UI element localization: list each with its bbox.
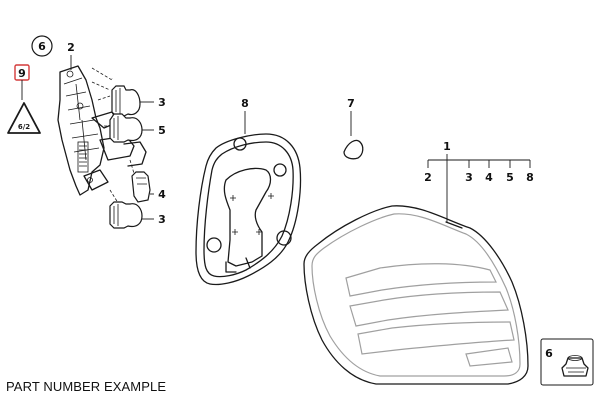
callout-7: 7	[347, 97, 355, 110]
tail-light-part[interactable]	[303, 205, 529, 385]
callout-6-label: 6	[38, 40, 46, 53]
callout-1: 1	[443, 140, 451, 153]
bulb-3-lower[interactable]	[109, 201, 143, 229]
dashed-guide-top	[91, 67, 113, 81]
bulb-5[interactable]	[109, 113, 143, 143]
callout-1-sub-4: 4	[485, 171, 493, 184]
callout-4: 4	[158, 188, 166, 201]
callout-1-sub-5: 5	[506, 171, 514, 184]
callout-9-label: 9	[18, 67, 26, 80]
callout-3-upper: 3	[158, 96, 166, 109]
callout-3-lower: 3	[158, 213, 166, 226]
callout-5: 5	[158, 124, 166, 137]
bulb-3-upper[interactable]	[111, 85, 141, 117]
bulb-4[interactable]	[131, 171, 151, 203]
grommet-part-6	[561, 355, 589, 377]
part-number-example-caption: PART NUMBER EXAMPLE	[6, 379, 167, 394]
warning-triangle-icon: 6/2	[7, 102, 41, 134]
warning-symbol-text: 6/2	[18, 123, 30, 131]
callout-1-sub-8: 8	[526, 171, 534, 184]
dashed-guides	[91, 81, 137, 207]
gasket-part[interactable]	[195, 133, 302, 286]
callout-6-circle	[31, 35, 53, 57]
callout-1-sub-2: 2	[424, 171, 432, 184]
plug-part-7[interactable]	[343, 139, 364, 160]
callout-1-sub-3: 3	[465, 171, 473, 184]
callout-6-inset: 6	[545, 347, 553, 360]
callout-8: 8	[241, 97, 249, 110]
callout-2-top: 2	[67, 41, 75, 54]
